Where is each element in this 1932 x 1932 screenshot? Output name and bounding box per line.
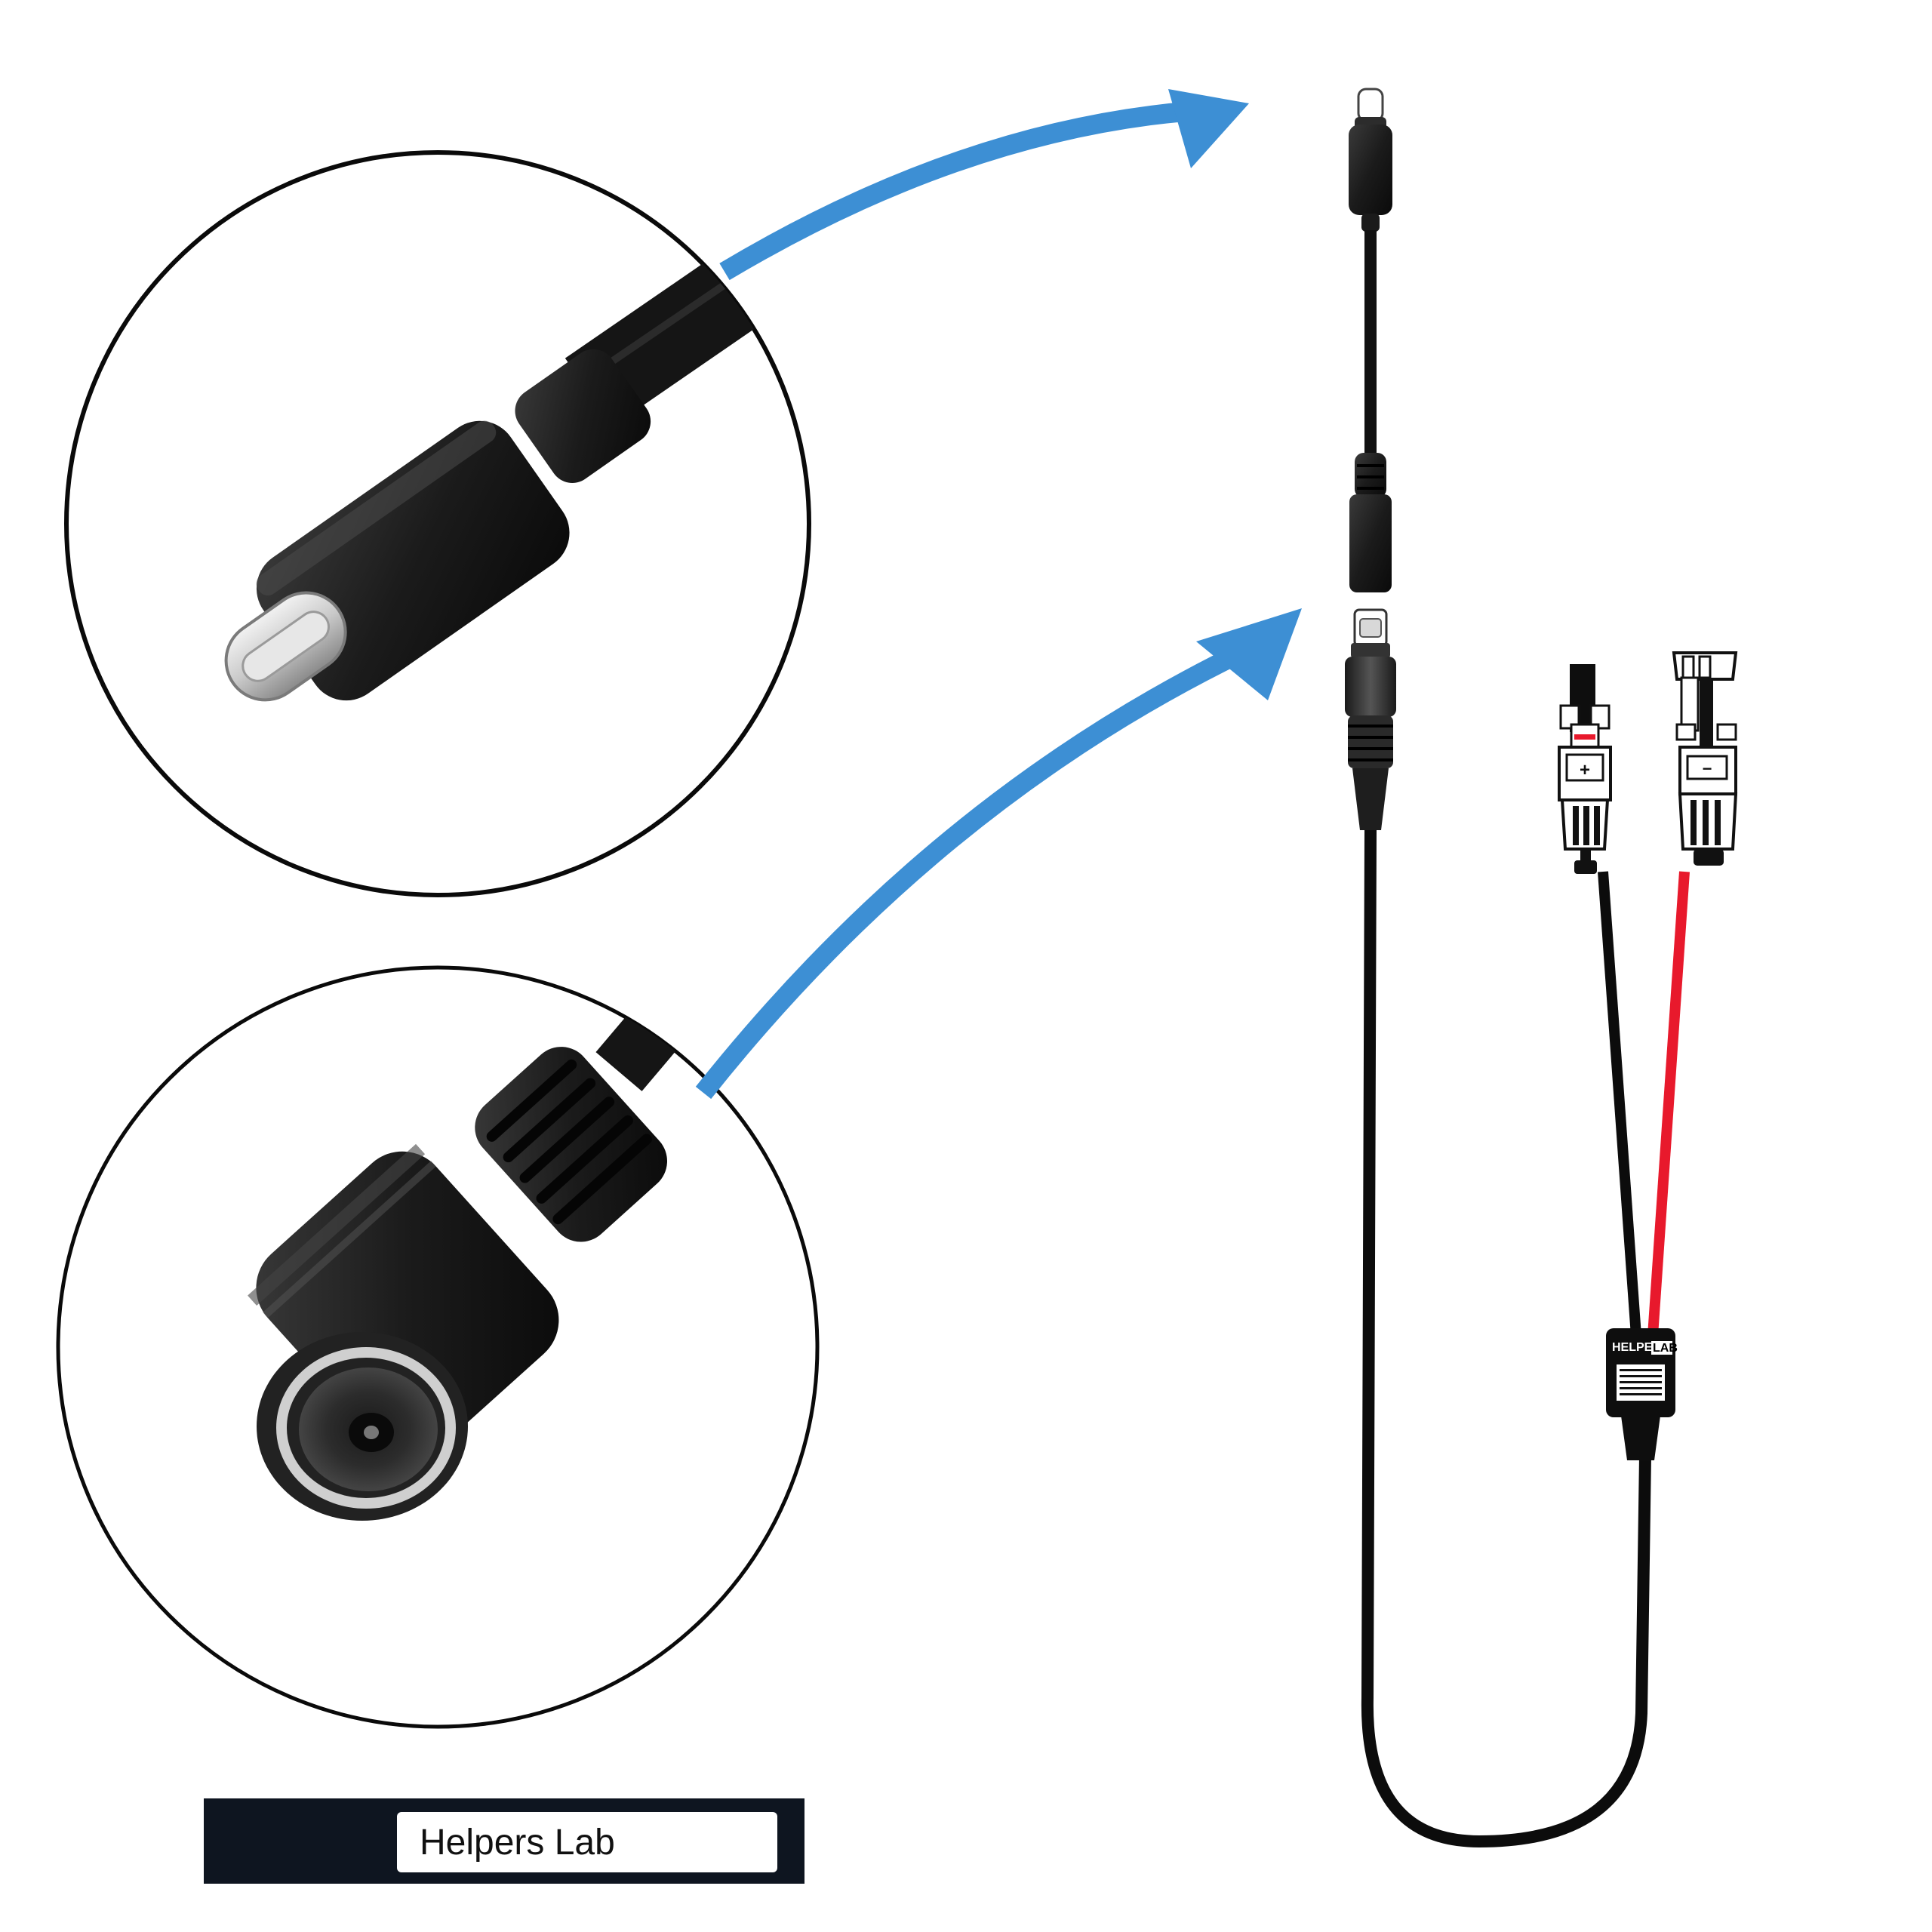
brand-label-box: Helpers Lab — [397, 1812, 777, 1872]
top-arrow — [719, 89, 1249, 281]
junction-block: HELPERS LAB — [1606, 1328, 1678, 1460]
solar-mc4-connector-icon: − — [1672, 651, 1738, 866]
brand-label: Helpers Lab — [420, 1822, 615, 1863]
brand-bar: Helpers Lab — [204, 1798, 804, 1884]
positive-symbol: + — [1580, 760, 1590, 780]
negative-symbol: − — [1703, 759, 1712, 778]
cable-assembly: HELPERS LAB + — [1345, 88, 1738, 1847]
junction-brand-box: LAB — [1653, 1342, 1678, 1355]
usb-c-closeup — [64, 150, 811, 897]
solar-mc4-connector-icon: + — [1558, 664, 1612, 874]
bottom-arrow — [695, 608, 1302, 1100]
